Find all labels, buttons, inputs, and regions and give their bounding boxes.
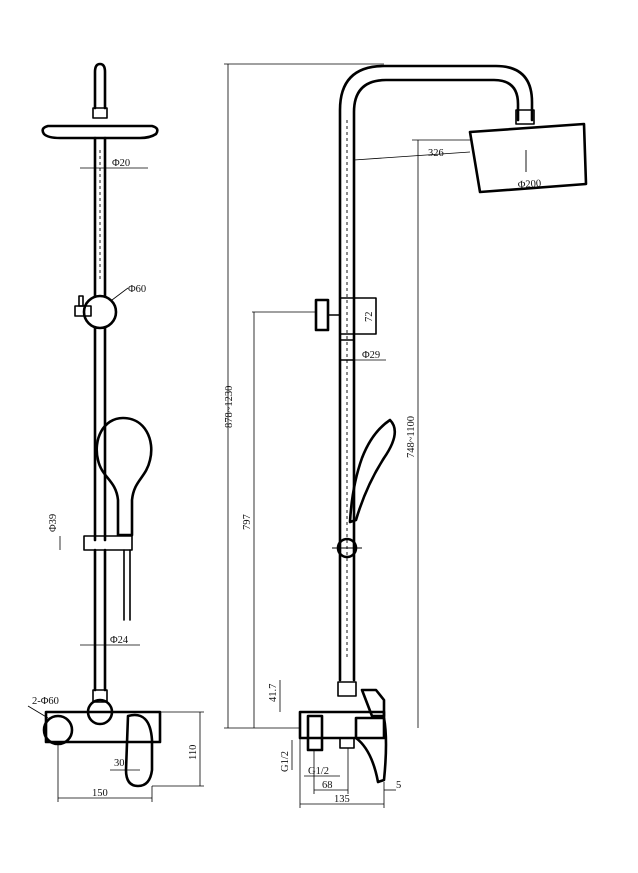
side-depth-label: 135 [334,794,350,805]
front-flange-left [42,714,74,746]
side-diverter-knob [314,298,330,332]
side-hand-shower [348,418,397,524]
side-outlet-label: G1/2 [308,766,329,777]
side-outlet-offset-label: 5 [396,780,401,791]
side-head-connector [515,109,535,125]
side-mixer-lever [354,716,388,784]
front-height-label: 110 [188,745,199,760]
front-hand-shower [95,416,153,537]
side-view: 326 Φ200 878~1230 72 Φ29 748~1100 797 [224,63,588,808]
side-shower-head [468,122,588,194]
front-diverter-leader [111,287,129,301]
side-arm-label: 326 [428,148,444,159]
side-head-dia-label: Φ200 [517,178,541,191]
side-overall-label: 878~1230 [224,386,235,428]
front-mixer-handle [124,713,154,788]
front-flange-leader [27,705,49,719]
front-holder-dia-label: Φ39 [48,514,59,532]
front-flange-label: 2-Φ60 [32,696,59,707]
side-holder-label: 797 [242,514,253,530]
front-mixer-nut [92,689,108,703]
front-top-pipe [93,62,107,110]
front-diverter-dia-label: Φ60 [128,284,146,295]
side-diverter-body [339,297,377,335]
side-outlet-nut [339,737,355,749]
side-inlet-label: G1/2 [280,751,291,772]
side-spacing-label: 68 [322,780,333,791]
front-diverter-body [82,294,118,330]
front-offset-label: 30 [114,758,125,769]
side-mixer-nut [337,681,357,697]
side-offset-label: 41.7 [268,684,279,702]
front-mixer-body [44,710,162,744]
front-pipe-dia-label: Φ20 [112,158,130,169]
side-riser-arm-outer [338,64,534,682]
front-slide-holder [83,535,133,551]
front-diverter-stem [78,295,84,307]
front-flange-right [86,698,114,726]
front-head-connector [92,107,108,119]
side-pipe-band [339,339,355,361]
side-diverter-height-label: 72 [364,312,375,323]
front-shower-head [41,124,159,140]
side-arm-dim [353,151,471,161]
side-riser-arm-inner [352,78,520,682]
side-head-mixer-label: 748~1100 [406,416,417,458]
side-pipe-dia-label: Φ29 [362,350,380,361]
front-lower-pipe-dia-label: Φ24 [110,635,129,646]
side-inlet-nut [306,714,324,752]
front-view: Φ20 Φ60 Φ39 Φ24 2-Φ60 [27,62,204,802]
front-width-label: 150 [92,788,108,799]
